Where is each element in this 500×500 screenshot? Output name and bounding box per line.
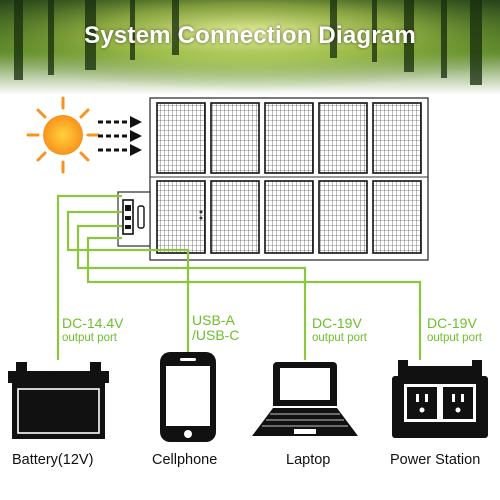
cellphone-icon [160,352,216,442]
port-desc: output port [62,332,117,344]
port-desc: /USB-C [192,327,240,343]
device-label-battery: Battery(12V) [12,452,94,468]
device-label-power-station: Power Station [390,452,481,468]
solar-panel-icon [117,97,429,261]
port-label-cellphone: USB-A /USB-C [192,313,239,343]
port-desc: output port [312,332,367,344]
junction-box [117,191,203,247]
port-name: DC-19V [427,315,477,331]
port-label-battery: DC-14.4V output port [62,316,123,346]
battery-icon [8,362,109,439]
diagram-title: System Connection Diagram [84,22,416,49]
forest-header-background [0,0,500,95]
port-name: USB-A [192,312,235,328]
wire-battery [56,194,122,360]
sunlight-arrows-icon [98,116,142,156]
port-desc: output port [427,332,482,344]
device-label-laptop: Laptop [286,452,331,468]
wire-power-station [86,236,422,360]
power-station-icon [392,360,488,438]
connection-wires [56,194,422,360]
port-name: DC-14.4V [62,315,124,331]
sun-icon [26,96,100,174]
port-label-laptop: DC-19V output port [312,316,367,346]
wire-laptop [76,224,307,360]
port-label-power-station: DC-19V output port [427,316,482,346]
port-name: DC-19V [312,315,362,331]
wire-cellphone [66,210,190,352]
laptop-icon [252,362,358,436]
device-label-cellphone: Cellphone [152,452,218,468]
